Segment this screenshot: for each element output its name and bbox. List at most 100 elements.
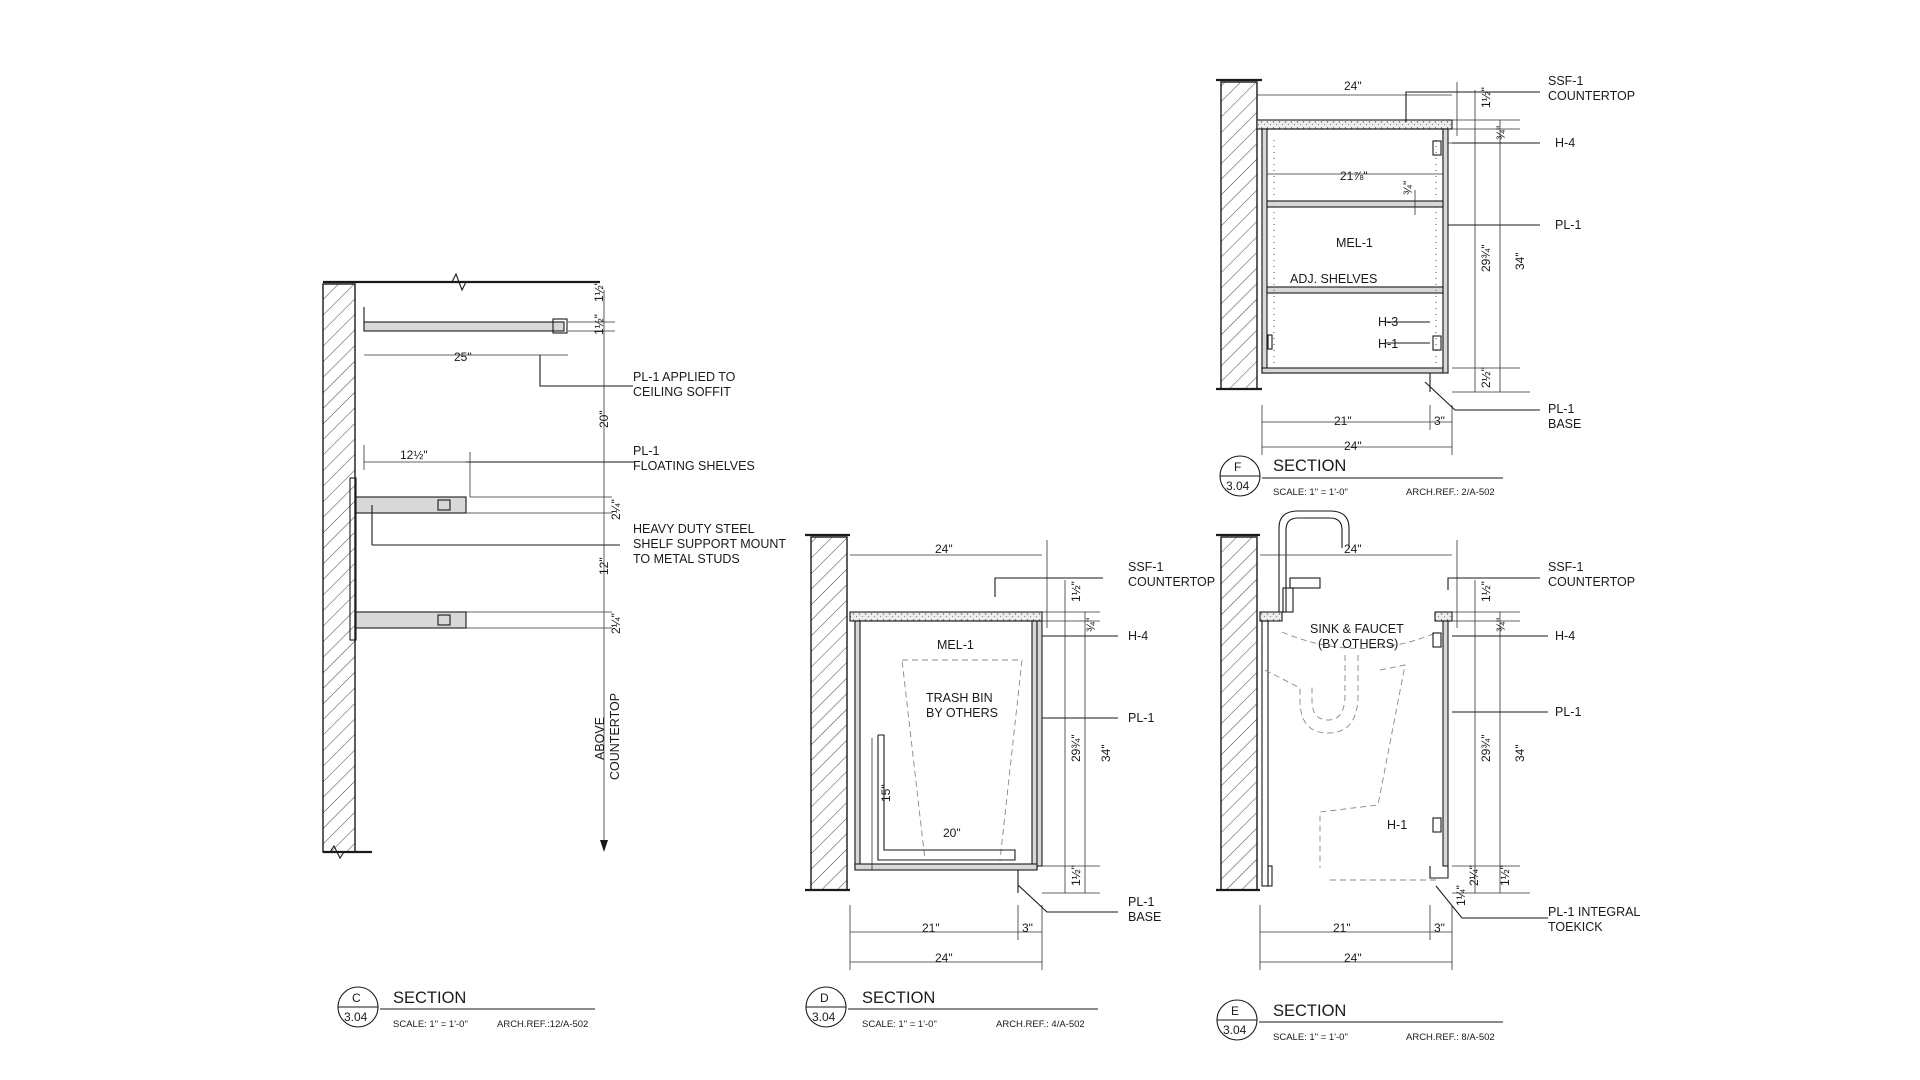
section-e: 24" 1½" ¾" 29¾" 34" 1¼" 2¼" 1½" 21" 3" 2… [1216, 510, 1640, 1043]
f-dim-door-t: ¾" [1494, 126, 1508, 140]
d-label-h4: H-4 [1128, 629, 1148, 643]
e-letter: E [1231, 1004, 1239, 1018]
d-label-bin-1: TRASH BIN [926, 691, 993, 705]
d-dim-top-t: 1½" [1069, 581, 1083, 602]
f-label-countertop-2: COUNTERTOP [1548, 89, 1635, 103]
c-dim-shelf-t1: 2¼" [609, 499, 623, 520]
d-dim-bin-h: 15" [879, 784, 893, 802]
c-dim-shelf-t2: 2¼" [609, 613, 623, 634]
f-label-base-1: PL-1 [1548, 402, 1574, 416]
e-label-sink-1: SINK & FAUCET [1310, 622, 1404, 636]
d-label-mel: MEL-1 [937, 638, 974, 652]
e-dim-bottom: 24" [1344, 951, 1362, 965]
f-sheet: 3.04 [1226, 479, 1250, 493]
c-note-soffit-2: CEILING SOFFIT [633, 385, 731, 399]
c-arch-ref: ARCH.REF.:12/A-502 [497, 1019, 588, 1030]
c-title: SECTION [393, 989, 466, 1007]
e-label-h4: H-4 [1555, 629, 1575, 643]
e-door [1442, 620, 1449, 867]
c-note-above-1: ABOVE [593, 717, 607, 760]
e-dim-base-h: 1½" [1498, 865, 1512, 886]
d-title: SECTION [862, 989, 935, 1007]
f-dim-base-h: 2½" [1479, 367, 1493, 388]
e-label-pl1: PL-1 [1555, 705, 1581, 719]
wall-hatch [1220, 81, 1258, 390]
d-label-countertop-2: COUNTERTOP [1128, 575, 1215, 589]
f-scale: SCALE: 1" = 1'-0" [1273, 487, 1348, 498]
e-dim-top-t: 1½" [1479, 581, 1493, 602]
c-scale: SCALE: 1" = 1'-0" [393, 1019, 468, 1030]
d-label-base-2: BASE [1128, 910, 1161, 924]
f-letter: F [1234, 460, 1241, 474]
c-note-mount-1: HEAVY DUTY STEEL [633, 522, 755, 536]
f-title: SECTION [1273, 457, 1346, 475]
e-dim-toe: 3" [1434, 921, 1445, 935]
d-letter: D [820, 991, 829, 1005]
c-dim-shelf-depth: 12½" [400, 448, 428, 462]
d-dim-h-total: 34" [1099, 744, 1113, 762]
e-dim-h-inner: 29¾" [1479, 734, 1493, 762]
f-shelf-lower [1266, 286, 1444, 294]
d-sheet: 3.04 [812, 1010, 836, 1024]
c-dim-gap-12: 12" [597, 557, 611, 575]
d-scale: SCALE: 1" = 1'-0" [862, 1019, 937, 1030]
d-dim-door-t: ¾" [1084, 618, 1098, 632]
d-dim-bottom: 24" [935, 951, 953, 965]
e-label-toekick-2: TOEKICK [1548, 920, 1603, 934]
e-label-countertop-1: SSF-1 [1548, 560, 1583, 574]
d-arch-ref: ARCH.REF.: 4/A-502 [996, 1019, 1085, 1030]
f-door [1442, 128, 1449, 374]
c-letter: C [352, 991, 361, 1005]
f-dim-inner-w: 21⅞" [1340, 169, 1368, 183]
d-label-bin-2: BY OTHERS [926, 706, 998, 720]
f-dim-top-t: 1½" [1479, 87, 1493, 108]
f-dim-bottom: 24" [1344, 439, 1362, 453]
d-door [1036, 620, 1043, 867]
d-dim-h-inner: 29¾" [1069, 734, 1083, 762]
f-arch-ref: ARCH.REF.: 2/A-502 [1406, 487, 1495, 498]
f-shelf-upper [1266, 200, 1444, 208]
f-label-h1: H-1 [1378, 337, 1398, 351]
f-label-pl1: PL-1 [1555, 218, 1581, 232]
f-dim-top-width: 24" [1344, 79, 1362, 93]
e-scale: SCALE: 1" = 1'-0" [1273, 1032, 1348, 1043]
f-label-base-2: BASE [1548, 417, 1581, 431]
d-dim-bin-w: 20" [943, 826, 961, 840]
e-title: SECTION [1273, 1002, 1346, 1020]
e-label-countertop-2: COUNTERTOP [1548, 575, 1635, 589]
f-dim-h-inner: 29¾" [1479, 244, 1493, 272]
f-countertop [1256, 119, 1453, 130]
d-label-base-1: PL-1 [1128, 895, 1154, 909]
faucet [1285, 517, 1343, 612]
d-dim-depth: 21" [922, 921, 940, 935]
c-sheet: 3.04 [344, 1010, 368, 1024]
sink-bowl [1281, 631, 1439, 649]
f-label-mel: MEL-1 [1336, 236, 1373, 250]
f-dim-toe: 3" [1434, 414, 1445, 428]
c-note-mount-2: SHELF SUPPORT MOUNT [633, 537, 786, 551]
c-note-mount-3: TO METAL STUDS [633, 552, 740, 566]
wall-hatch [1220, 536, 1258, 891]
d-label-countertop-1: SSF-1 [1128, 560, 1163, 574]
c-note-soffit-1: PL-1 APPLIED TO [633, 370, 736, 384]
f-label-countertop-1: SSF-1 [1548, 74, 1583, 88]
c-dim-half-a: 1½" [592, 281, 606, 302]
e-sheet: 3.04 [1223, 1023, 1247, 1037]
e-dim-toe-a: 1¼" [1454, 885, 1468, 906]
d-countertop [849, 611, 1043, 622]
wall-hatch [810, 536, 848, 891]
c-note-shelves-1: PL-1 [633, 444, 659, 458]
e-dim-door-t: ¾" [1494, 618, 1508, 632]
d-label-pl1: PL-1 [1128, 711, 1154, 725]
c-dim-width: 25" [454, 350, 472, 364]
f-label-h3: H-3 [1378, 315, 1398, 329]
f-label-h4: H-4 [1555, 136, 1575, 150]
e-dim-top-width: 24" [1344, 542, 1362, 556]
d-dim-top-width: 24" [935, 542, 953, 556]
soffit-panel [363, 321, 565, 332]
f-dim-depth: 21" [1334, 414, 1352, 428]
d-dim-base-h: 1½" [1069, 865, 1083, 886]
e-dim-toe-b: 2¼" [1467, 865, 1481, 886]
c-note-shelves-2: FLOATING SHELVES [633, 459, 755, 473]
